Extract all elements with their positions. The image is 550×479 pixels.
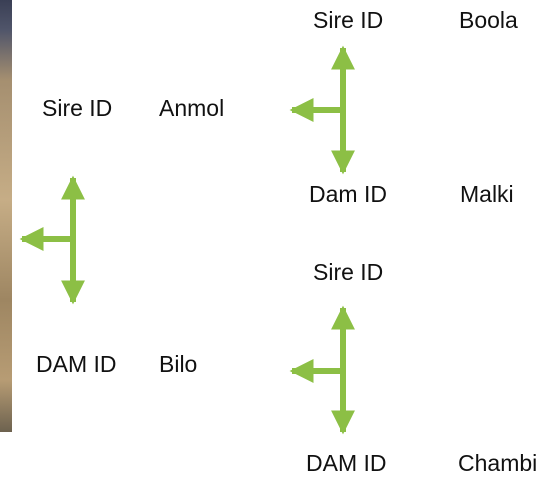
root-dam-name: Bilo	[159, 351, 198, 377]
dam-parents-connector-icon	[289, 305, 355, 435]
sire-parents-sire-name: Boola	[459, 7, 518, 33]
sire-parents-dam-label: Dam ID	[309, 181, 387, 207]
dam-parents-dam-label: DAM ID	[306, 450, 387, 476]
sire-parents-dam-name: Malki	[460, 181, 514, 207]
sire-parents-sire-label: Sire ID	[313, 7, 384, 33]
dam-parents-dam-name: Chambi	[458, 450, 538, 476]
sire-parents-connector-icon	[289, 45, 355, 175]
root-sire-name: Anmol	[159, 95, 225, 121]
background-photo-edge	[0, 0, 12, 432]
dam-parents-sire-label: Sire ID	[313, 259, 384, 285]
root-sire-label: Sire ID	[42, 95, 113, 121]
root-dam-label: DAM ID	[36, 351, 117, 377]
root-connector-icon	[19, 175, 85, 305]
